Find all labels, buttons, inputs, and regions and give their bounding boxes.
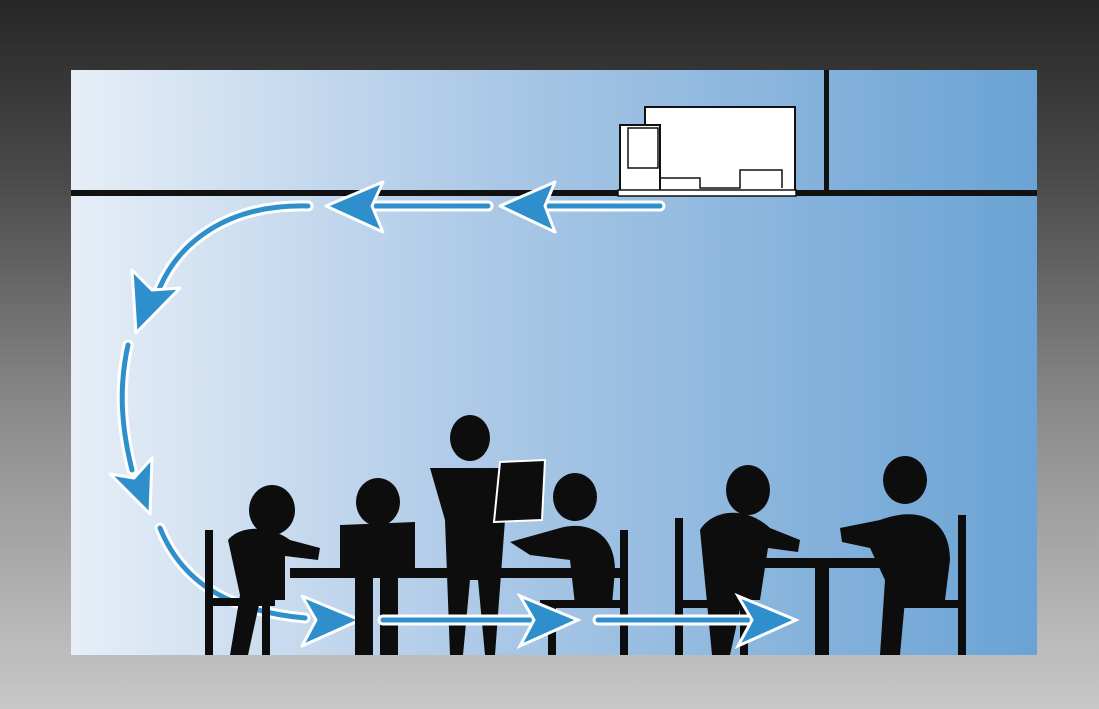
ceiling-partition (824, 70, 829, 192)
ceiling-line (71, 190, 1037, 196)
air-conditioner-unit-icon (618, 107, 796, 196)
